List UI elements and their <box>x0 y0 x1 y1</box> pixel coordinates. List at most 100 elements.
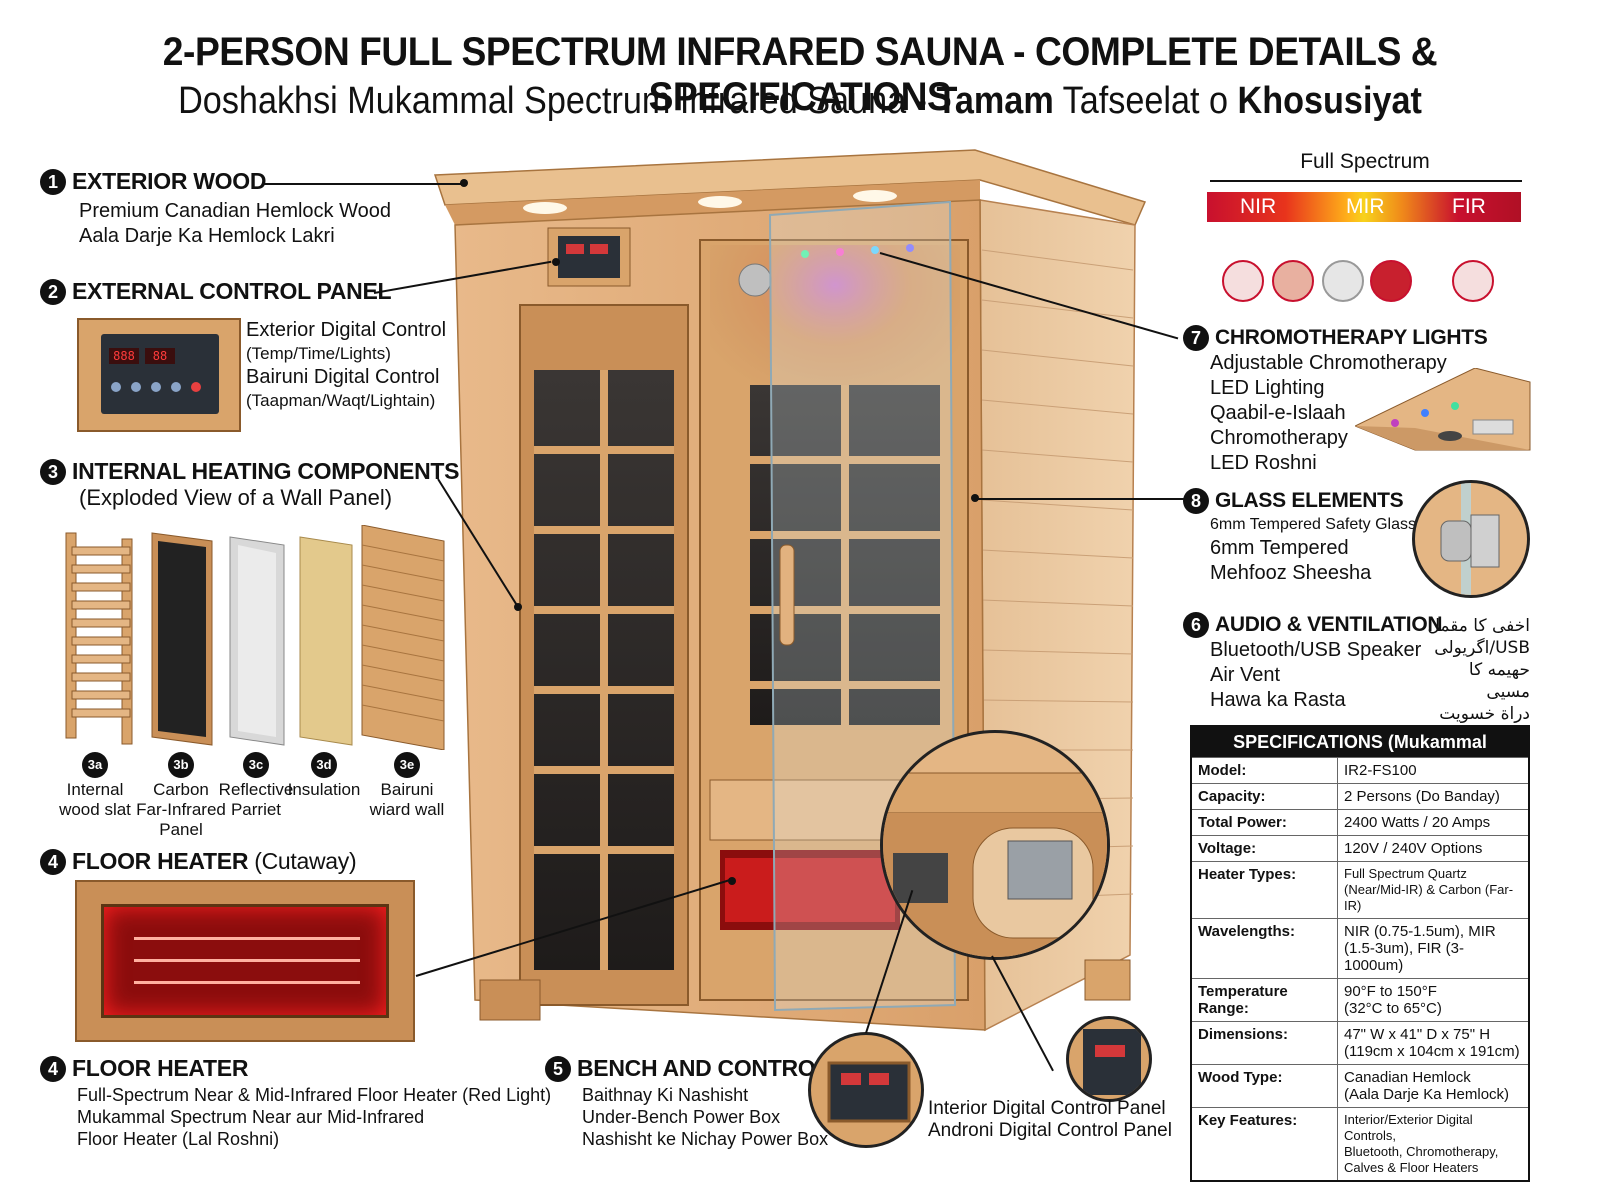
carbon-icon <box>1370 260 1412 302</box>
spec-value: IR2-FS100 <box>1344 762 1417 779</box>
callout-number: 2 <box>40 278 66 305</box>
callout-line: Mukammal Spectrum Near aur Mid-Infrared <box>77 1107 425 1127</box>
spec-key: Total Power: <box>1192 810 1338 835</box>
callout-line: Hawa ka Rasta <box>1210 689 1346 711</box>
steam-icon <box>1452 260 1494 302</box>
callout-heading: AUDIO & VENTILATION <box>1215 613 1443 636</box>
hinge-art <box>1440 483 1500 595</box>
callout-line: LED Roshni <box>1210 452 1317 474</box>
table-row: Wavelengths:NIR (0.75-1.5um), MIR(1.5-3u… <box>1192 918 1528 978</box>
spec-value-line: (119cm x 104cm x 191cm) <box>1344 1043 1520 1060</box>
insulation <box>299 536 353 746</box>
spec-key: Temperature Range: <box>1192 979 1338 1021</box>
callout-line: Exterior Digital Control <box>246 319 447 341</box>
callout-line: Bluetooth/USB Speaker <box>1210 639 1422 661</box>
control-zoom-art <box>827 1061 911 1123</box>
table-row: Total Power: 2400 Watts / 20 Amps <box>1192 809 1528 835</box>
control-panel-screen: 888 88 <box>101 334 219 414</box>
spec-value-line: Interior/Exterior Digital Controls, <box>1344 1112 1473 1143</box>
callout-number: 3 <box>40 458 66 485</box>
bench-zoom-art <box>883 772 1107 957</box>
spec-key: Dimensions: <box>1192 1022 1338 1064</box>
subtitle-part2: Tamam <box>936 80 1054 122</box>
spec-value-line: Canadian Hemlock <box>1344 1069 1471 1086</box>
spec-key: Wavelengths: <box>1192 919 1338 978</box>
callout-line: Floor Heater (Lal Roshni) <box>77 1129 280 1149</box>
callout-line: Chromotherapy <box>1210 427 1348 449</box>
callout-line: Premium Canadian Hemlock Wood <box>79 200 391 222</box>
callout-line: Androni Digital Control Panel <box>928 1120 1172 1141</box>
spectrum-label-fir: FIR <box>1452 195 1486 218</box>
heater-rod <box>134 937 360 940</box>
power-box <box>1007 840 1073 900</box>
component-label: Carbon Far-Infrared Panel <box>136 780 226 839</box>
leader-dot <box>514 603 522 611</box>
floor-heater-element <box>101 904 389 1018</box>
control-button[interactable] <box>171 382 181 392</box>
spec-value-line: Full Spectrum Quartz <box>1344 866 1467 881</box>
urdu-line: حهیمه کا مسیی <box>1468 660 1530 702</box>
spec-value: Interior/Exterior Digital Controls,Bluet… <box>1338 1108 1528 1180</box>
spectrum-label-nir: NIR <box>1240 195 1277 218</box>
leader-line <box>262 183 462 185</box>
led-light <box>801 250 809 258</box>
sauna-foot <box>1084 959 1131 1001</box>
spec-value-line: 47" W x 41" D x 75" H <box>1344 1026 1491 1043</box>
spec-value-line: (Aala Darje Ka Hemlock) <box>1344 1086 1510 1103</box>
leader-dot <box>460 179 468 187</box>
callout-line: (Taapman/Waqt/Lightain) <box>246 391 436 410</box>
spec-value: 90°F to 150°F(32°C to 65°C) <box>1338 979 1528 1021</box>
ceiling-light <box>698 196 742 208</box>
table-row: Wood Type:Canadian Hemlock(Aala Darje Ka… <box>1192 1064 1528 1107</box>
control-zoom <box>808 1032 924 1148</box>
spec-value-line: 90°F to 150°F <box>1344 983 1437 1000</box>
control-button[interactable] <box>111 382 121 392</box>
callout-heading: FLOOR HEATER (Cutaway) <box>72 848 357 874</box>
led-light <box>871 246 879 254</box>
component-badge: 3a <box>82 752 108 778</box>
spec-value: 47" W x 41" D x 75" H(119cm x 104cm x 19… <box>1338 1022 1528 1064</box>
led-light <box>906 244 914 252</box>
heater-rod <box>134 959 360 962</box>
callout-line: (Temp/Time/Lights) <box>246 344 391 363</box>
interior-control-zoom <box>1066 1016 1152 1102</box>
callout-heading: INTERNAL HEATING COMPONENTS <box>72 458 460 484</box>
flame-icon <box>1222 260 1264 302</box>
power-button[interactable] <box>191 382 201 392</box>
door-handle[interactable] <box>779 544 795 646</box>
spectrum-bracket <box>1210 180 1522 182</box>
floor-heater-glow <box>725 858 895 922</box>
spectrum-label-mir: MIR <box>1346 195 1385 218</box>
spectrum-bar <box>1207 192 1521 222</box>
callout-heading: EXTERIOR WOOD <box>72 168 267 194</box>
component-badge: 3d <box>311 752 337 778</box>
table-row: Heater Types:Full Spectrum Quartz(Near/M… <box>1192 861 1528 918</box>
exploded-wall-panel <box>65 525 445 750</box>
interior-control-art <box>1083 1029 1141 1095</box>
heater-icon <box>1272 260 1314 302</box>
air-vent <box>893 853 948 903</box>
spec-value: NIR (0.75-1.5um), MIR(1.5-3um), FIR (3-1… <box>1338 919 1528 978</box>
urdu-line: دراة خسویت <box>1439 704 1530 724</box>
callout-heading-text: FLOOR HEATER <box>72 848 249 874</box>
chromotherapy-inset <box>1355 368 1531 451</box>
subtitle-part1: Doshakhsi Mukammal Spectrum Infrared Sau… <box>178 80 937 122</box>
callout-line: Mehfooz Sheesha <box>1210 562 1372 584</box>
callout-line: Interior Digital Control Panel <box>928 1098 1166 1119</box>
ceiling-light <box>523 202 567 214</box>
control-button[interactable] <box>151 382 161 392</box>
spec-value: 2400 Watts / 20 Amps <box>1344 814 1491 831</box>
callout-line: 6mm Tempered Safety Glass <box>1210 516 1417 533</box>
control-button[interactable] <box>131 382 141 392</box>
table-row: Temperature Range:90°F to 150°F(32°C to … <box>1192 978 1528 1021</box>
callout-heading: CHROMOTHERAPY LIGHTS <box>1215 326 1488 349</box>
callout-number: 4 <box>40 848 66 875</box>
callout-number: 1 <box>40 168 66 195</box>
carbon-panel <box>151 532 213 746</box>
reflector-icon <box>1322 260 1364 302</box>
callout-line: Qaabil-e-Islaah <box>1210 402 1346 424</box>
